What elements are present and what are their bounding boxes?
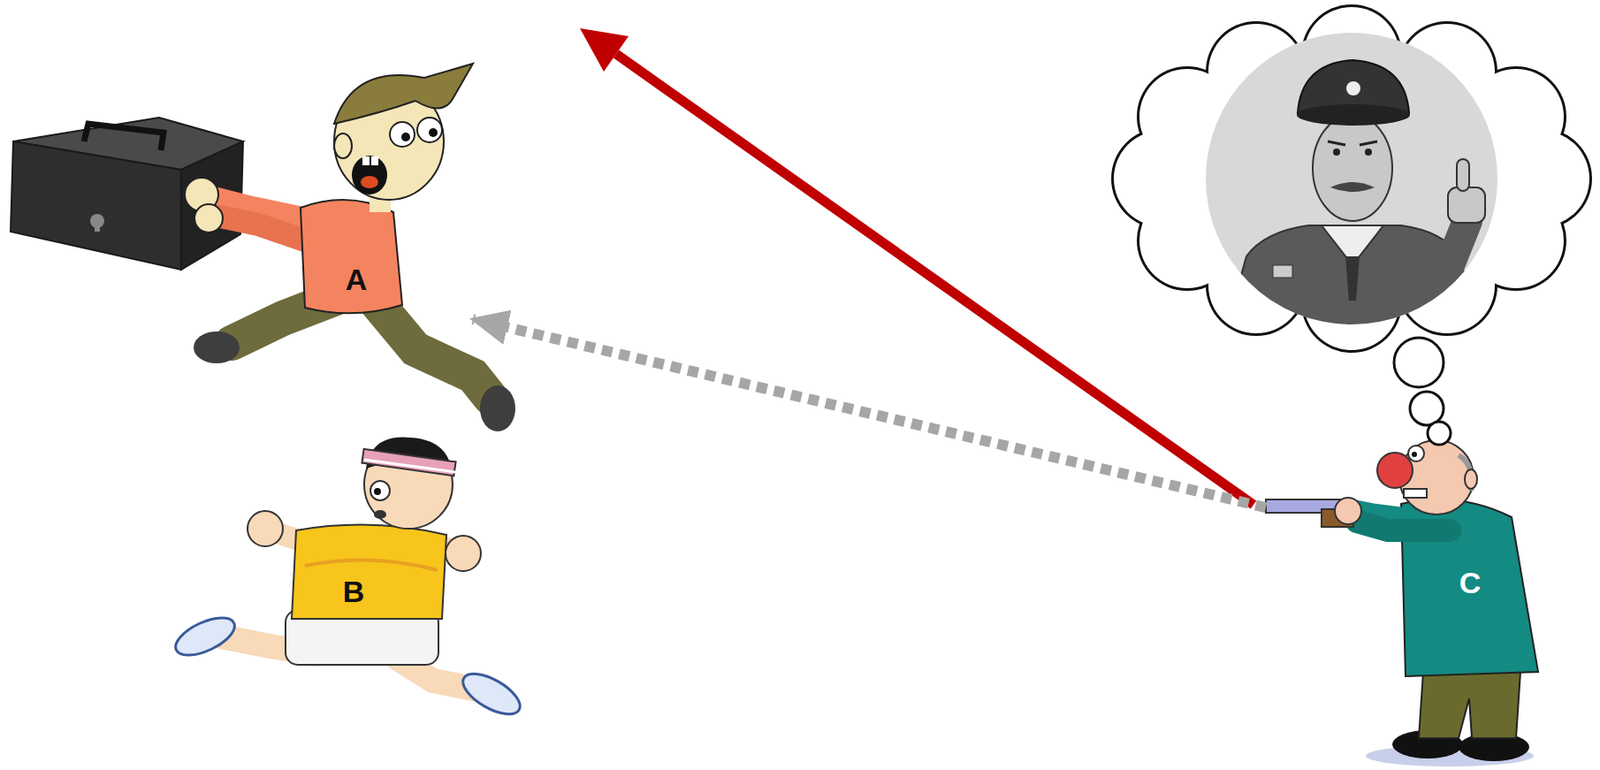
red-arrow	[579, 28, 1254, 505]
shooter-figure	[1265, 440, 1539, 767]
figure-letter: B	[342, 575, 366, 609]
dashed-arrow	[472, 319, 1266, 508]
runner-figure	[170, 436, 527, 722]
policeman-portrait	[1205, 32, 1498, 336]
cash-box	[10, 117, 244, 270]
figure-letter: A	[345, 263, 368, 297]
figure-node: A	[167, 70, 473, 429]
figure-node: B	[173, 433, 531, 715]
thought-cloud	[1111, 4, 1593, 445]
thief-figure	[184, 63, 516, 432]
figure-node: C	[1265, 438, 1540, 762]
figure-letter: C	[1459, 566, 1482, 600]
